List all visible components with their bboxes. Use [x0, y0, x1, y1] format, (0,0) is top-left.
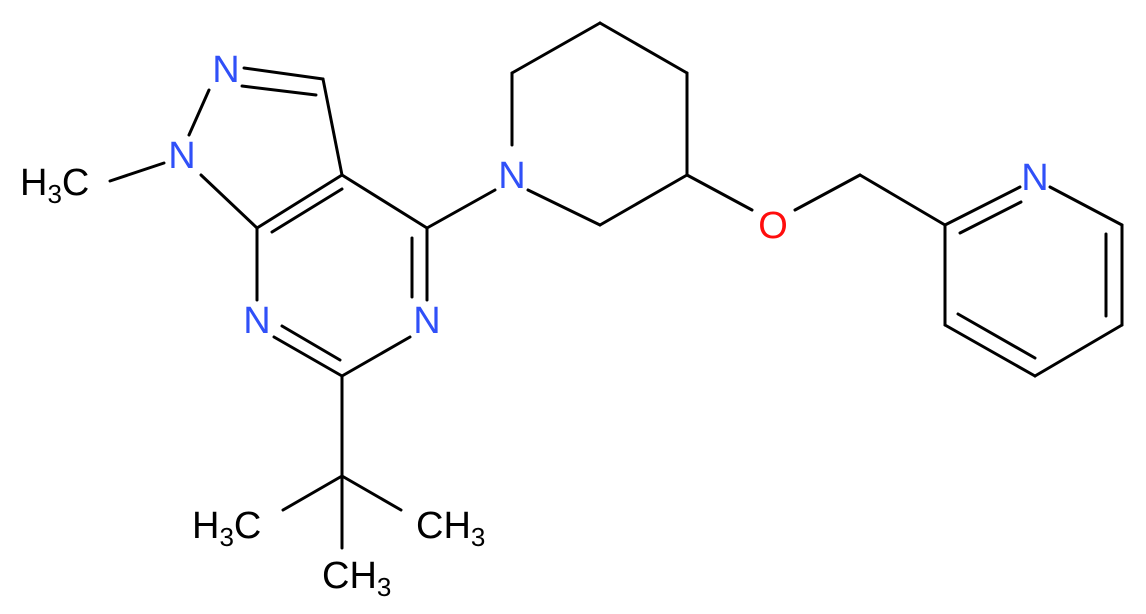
bond-c3-c3a — [321, 77, 344, 177]
atom-labels: N N N N N O N H3C H3C CH3 CH3 — [20, 49, 1049, 602]
bond-n1-c7a — [199, 173, 259, 230]
bond-npy-pyc6 — [1048, 185, 1124, 227]
bond-c3a-c4 — [340, 173, 429, 230]
tbu-methyl-bottom: CH3 — [322, 555, 391, 602]
atom-n-pyrazole-1: N — [168, 135, 195, 177]
bond-n2-c3-double — [240, 84, 318, 97]
atom-o-ether: O — [758, 205, 788, 247]
atom-n-pyrimidine-5: N — [413, 300, 440, 342]
bond-c7a-c3a-double — [270, 187, 344, 234]
bond-ch2-pyc2 — [858, 173, 947, 227]
bond-n2-n1 — [187, 88, 211, 137]
bond-n1-methyl — [108, 161, 166, 183]
atom-n-pyrazole-2: N — [212, 49, 239, 91]
bond-c5-o — [685, 173, 754, 212]
atom-n-pyridine: N — [1021, 157, 1048, 199]
atom-n-pyrimidine-7: N — [243, 300, 270, 342]
bond-o-ch2 — [793, 173, 862, 212]
atom-n-piperidine: N — [498, 155, 525, 197]
bonds — [108, 21, 1124, 550]
methyl-group-n1: H3C — [20, 162, 89, 209]
bond-c2-c3 — [510, 21, 602, 75]
bond-c3-c4p — [598, 21, 689, 75]
bond-c7a-c3a — [255, 173, 344, 230]
bond-n2-c3 — [242, 66, 325, 81]
bond-pyc5-pyc4 — [1033, 323, 1124, 378]
bond-pyc4-pyc3-double — [956, 312, 1037, 360]
bond-cq-me-right — [340, 474, 403, 512]
bond-pyc4-pyc3 — [943, 323, 1037, 378]
bond-c4-npip — [425, 188, 497, 230]
bond-pyc2-npy-double — [958, 200, 1023, 235]
bond-c6p-npip — [526, 188, 602, 227]
tbu-methyl-right: CH3 — [416, 505, 485, 552]
bond-c6-n7 — [272, 335, 344, 378]
bond-c6-n7-double — [280, 324, 342, 362]
bond-pyc2-npy — [943, 185, 1022, 227]
tbu-methyl-left: H3C — [192, 505, 261, 552]
bond-c5-c6p — [598, 173, 689, 227]
bond-n5-c6 — [340, 335, 412, 378]
bond-cq-me-left — [281, 474, 344, 512]
